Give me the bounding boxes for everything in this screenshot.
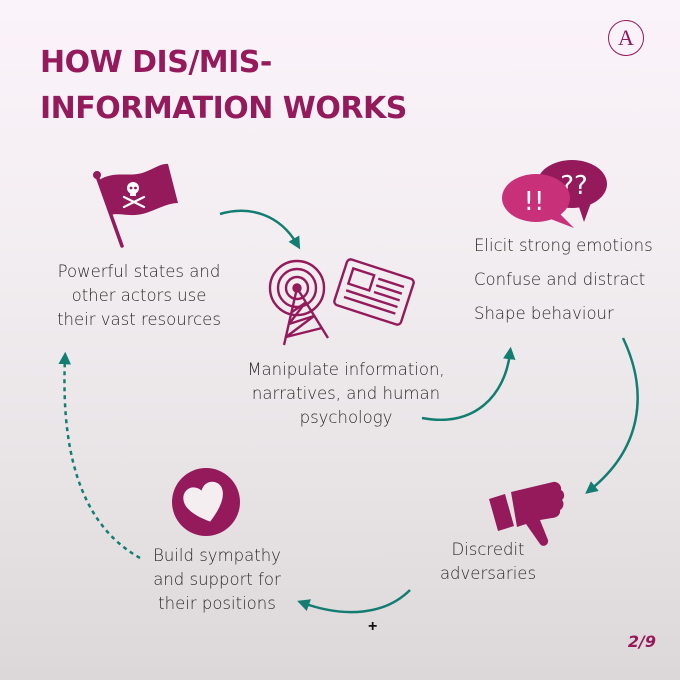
bubble-exclaim-text: !! [524,187,545,217]
arrow-step4-to-step5 [297,589,411,614]
arrow-step1-to-step2 [219,209,301,250]
arrow-step3-to-step4 [585,337,639,494]
arrow-step2-to-step3 [421,346,516,421]
step-5-label: Build sympathy and support for their pos… [153,546,281,613]
newspaper-icon [333,258,415,326]
step-4-label: Discredit adversaries [439,540,537,583]
page-indicator: 2/9 [627,632,656,651]
arrow-step5-to-step1-dashed [58,351,141,560]
page-title: HOW DIS/MIS- INFORMATION WORKS [40,40,407,132]
thumbs-down-icon [489,481,565,546]
speech-bubbles-icon: ?? !! [502,160,607,228]
step-3-label: Elicit strong emotions Confuse and distr… [474,236,653,323]
broadcast-tower-icon [268,259,330,346]
step-2-label: Manipulate information, narratives, and … [247,360,445,427]
pirate-flag-icon [93,163,178,248]
mouse-cursor-crosshair: + [368,618,378,635]
step-1-label: Powerful states and other actors use the… [57,262,221,329]
skull-crossbones-icon [122,182,146,209]
brand-logo: A [608,20,644,56]
title-line-1: HOW DIS/MIS- [40,45,272,80]
heart-icon [172,468,240,536]
title-line-2: INFORMATION WORKS [40,91,407,126]
